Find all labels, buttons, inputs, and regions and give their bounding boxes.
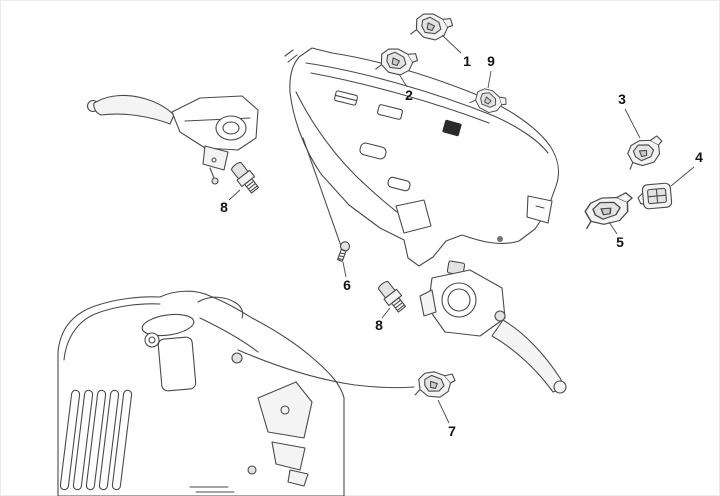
callout-leader-line (608, 221, 618, 235)
callout-leader-line (487, 70, 492, 89)
callout-leader-line (624, 108, 641, 139)
callout-leader-line (342, 261, 347, 278)
callout-label: 8 (220, 199, 228, 215)
callout-label: 4 (695, 149, 703, 165)
switch-part-5 (581, 191, 637, 230)
switch-part-7 (414, 367, 457, 402)
callout-leader-line (228, 189, 241, 201)
frame-slot (377, 104, 403, 120)
callout-leader-line (441, 34, 462, 54)
frame-slot (387, 176, 411, 192)
callout-leader-line (437, 399, 450, 424)
switch-part-3 (623, 134, 667, 170)
sensor-part-8-lower (375, 278, 409, 315)
brake-lever-assembly-bottom (419, 260, 567, 394)
frame-dark-connector (442, 119, 462, 137)
brake-lever-assembly-top (86, 94, 259, 185)
frame-slot (333, 90, 359, 106)
callout-label: 7 (448, 423, 456, 439)
sensor-part-8-upper (228, 159, 262, 196)
callout-label: 6 (343, 277, 351, 293)
screw-part-6 (335, 240, 352, 263)
frame-slot (359, 142, 387, 160)
callout-label: 2 (405, 87, 413, 103)
callout-label: 9 (487, 53, 495, 69)
callout-leader-line (670, 166, 695, 187)
front-panel-drawing (57, 290, 415, 496)
callout-leader-line (398, 73, 408, 88)
callout-label: 1 (463, 53, 471, 69)
frame-rivet (497, 236, 503, 242)
switch-part-4 (636, 182, 673, 211)
callout-label: 5 (616, 234, 624, 250)
vent-grille (59, 389, 133, 491)
callout-layer: 1 2 9 3 4 5 6 7 8 8 (220, 34, 703, 439)
callout-label: 8 (375, 317, 383, 333)
callout-leader-line (381, 307, 391, 319)
handlebar-frame-drawing (284, 47, 559, 267)
callout-label: 3 (618, 91, 626, 107)
